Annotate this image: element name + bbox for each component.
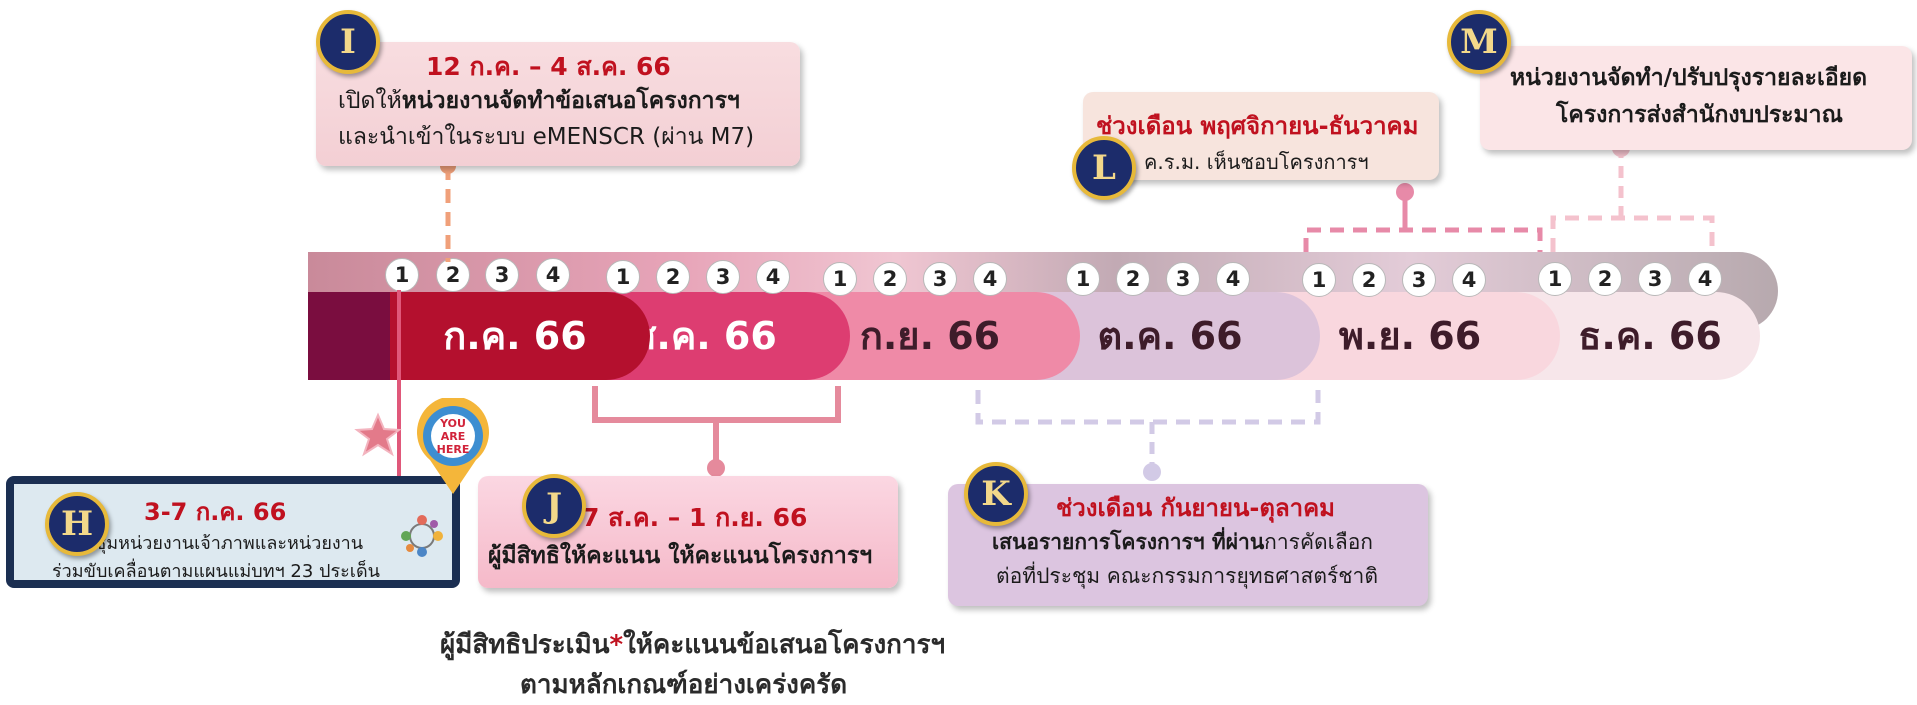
badge-j: J bbox=[522, 474, 586, 538]
week-circle: 1 bbox=[606, 260, 640, 294]
week-circle: 3 bbox=[706, 260, 740, 294]
step-j-text: ผู้มีสิทธิให้คะแนน ให้คะแนนโครงการฯ bbox=[488, 543, 873, 569]
badge-m: M bbox=[1447, 10, 1511, 74]
month-jul: ก.ค. 66 bbox=[390, 292, 650, 380]
week-circle: 2 bbox=[873, 262, 907, 296]
step-i-line1-plain: เปิดให้ bbox=[338, 88, 402, 114]
step-k-line1-plain: การคัดเลือก bbox=[1264, 530, 1374, 554]
week-circle: 2 bbox=[656, 260, 690, 294]
month-label: ธ.ค. 66 bbox=[1578, 314, 1722, 358]
step-l-box bbox=[1083, 92, 1439, 180]
week-circle: 3 bbox=[1638, 262, 1672, 296]
week-circle: 1 bbox=[1538, 262, 1572, 296]
week-circle: 1 bbox=[385, 258, 419, 292]
week-circle: 4 bbox=[1452, 263, 1486, 297]
step-k-line1: เสนอรายการโครงการฯ ที่ผ่านการคัดเลือก bbox=[992, 526, 1373, 559]
step-i-line1: เปิดให้หน่วยงานจัดทำข้อเสนอโครงการฯ bbox=[338, 83, 740, 119]
week-circle: 3 bbox=[923, 262, 957, 296]
step-m-line1: หน่วยงานจัดทำ/ปรับปรุงรายละเอียด bbox=[1510, 65, 1868, 91]
step-k-box bbox=[948, 484, 1428, 606]
step-i-line2: และนำเข้าในระบบ eMENSCR (ผ่าน M7) bbox=[338, 124, 755, 150]
month-oct: ต.ค. 66 bbox=[1020, 292, 1320, 380]
month-label: ก.ค. 66 bbox=[443, 314, 587, 358]
connector-j-dot bbox=[707, 459, 725, 477]
week-circle: 4 bbox=[973, 262, 1007, 296]
step-h-date: 3-7 ก.ค. 66 bbox=[144, 498, 287, 526]
week-circle: 1 bbox=[1066, 262, 1100, 296]
connector-m bbox=[1550, 215, 1715, 252]
week-circle: 4 bbox=[1688, 262, 1722, 296]
week-circle: 4 bbox=[756, 260, 790, 294]
week-circle: 3 bbox=[1402, 263, 1436, 297]
month-label: ส.ค. 66 bbox=[633, 314, 777, 358]
step-k-line2: ต่อที่ประชุม คณะกรรมการยุทธศาสตร์ชาติ bbox=[996, 564, 1378, 588]
step-l-text: ค.ร.ม. เห็นชอบโครงการฯ bbox=[1144, 150, 1369, 174]
footnote-line1: ผู้มีสิทธิประเมิน*ให้คะแนนข้อเสนอโครงการ… bbox=[440, 624, 945, 665]
step-j-date: 7 ส.ค. – 1 ก.ย. 66 bbox=[582, 503, 808, 532]
step-i-date: 12 ก.ค. – 4 ส.ค. 66 bbox=[426, 52, 671, 81]
star-icon bbox=[354, 412, 402, 457]
badge-i: I bbox=[316, 10, 380, 74]
footnote-star: * bbox=[609, 630, 624, 660]
week-circle: 2 bbox=[1116, 262, 1150, 296]
week-circle: 3 bbox=[1166, 262, 1200, 296]
step-m-box bbox=[1480, 46, 1912, 150]
you-are-here-line1: YOU bbox=[440, 417, 466, 430]
you-are-here-pin: YOU ARE HERE bbox=[412, 396, 494, 496]
badge-l: L bbox=[1072, 136, 1136, 200]
step-m-line2: โครงการส่งสำนักงบประมาณ bbox=[1556, 102, 1843, 128]
step-h-line2: ร่วมขับเคลื่อนตามแผนแม่บทฯ 23 ประเด็น bbox=[52, 561, 380, 582]
week-circle: 1 bbox=[1302, 263, 1336, 297]
connector-k-dot bbox=[1143, 463, 1161, 481]
step-k-line1-bold: เสนอรายการโครงการฯ ที่ผ่าน bbox=[992, 530, 1265, 554]
week-circle: 1 bbox=[823, 262, 857, 296]
month-label: พ.ย. 66 bbox=[1338, 314, 1482, 358]
footnote-text-b: ให้คะแนนข้อเสนอโครงการฯ bbox=[623, 630, 946, 660]
week-circle: 4 bbox=[536, 258, 570, 292]
step-k-date: ช่วงเดือน กันยายน-ตุลาคม bbox=[1056, 494, 1335, 522]
week-circle: 2 bbox=[1588, 262, 1622, 296]
week-circle: 4 bbox=[1216, 262, 1250, 296]
footnote-text-a: ผู้มีสิทธิประเมิน bbox=[440, 630, 610, 660]
week-circle: 2 bbox=[436, 258, 470, 292]
badge-h: H bbox=[45, 492, 109, 556]
badge-k: K bbox=[964, 462, 1028, 526]
week-circle: 3 bbox=[485, 258, 519, 292]
step-i-box bbox=[316, 42, 800, 166]
connector-l bbox=[1303, 227, 1543, 252]
month-label: ต.ค. 66 bbox=[1097, 314, 1243, 358]
step-l-date: ช่วงเดือน พฤศจิกายน-ธันวาคม bbox=[1096, 112, 1419, 140]
you-are-here-line3: HERE bbox=[436, 443, 470, 456]
you-are-here-line2: ARE bbox=[440, 430, 466, 443]
connector-l-dot bbox=[1396, 183, 1414, 201]
week-circle: 2 bbox=[1352, 263, 1386, 297]
step-i-line1-bold: หน่วยงานจัดทำข้อเสนอโครงการฯ bbox=[401, 88, 740, 114]
connector-k bbox=[975, 390, 1321, 425]
people-icon bbox=[398, 512, 446, 560]
month-label: ก.ย. 66 bbox=[859, 314, 1001, 358]
step-h-line1: ชุมหน่วยงานเจ้าภาพและหน่วยงาน bbox=[94, 533, 364, 554]
footnote-line2: ตามหลักเกณฑ์อย่างเคร่งครัด bbox=[520, 670, 848, 700]
connector-j bbox=[592, 386, 841, 423]
